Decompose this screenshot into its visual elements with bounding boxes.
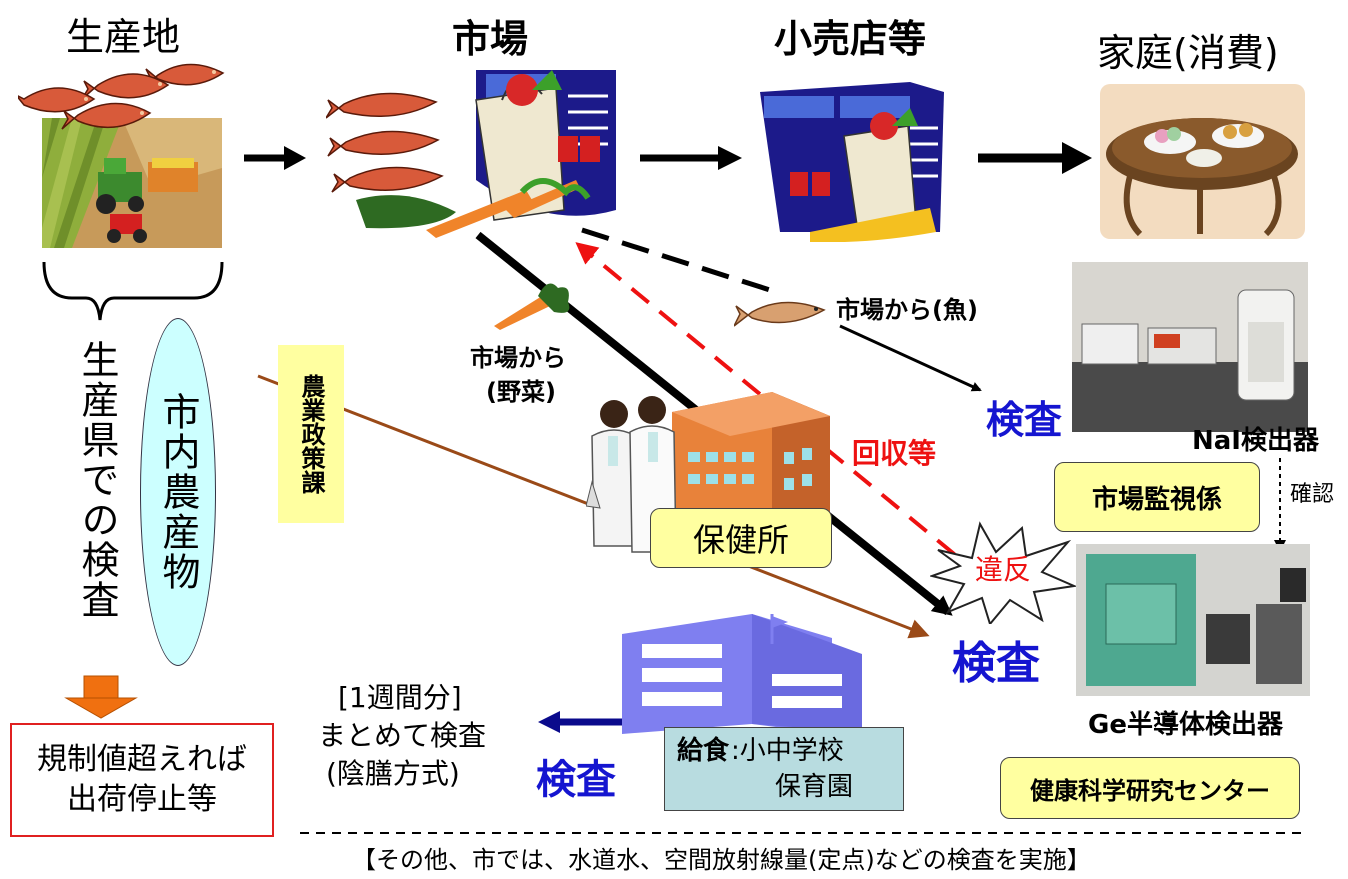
regulation-note-line1: 規制値超えれば <box>37 741 247 777</box>
farm-field-icon <box>42 118 222 248</box>
lunch-batch-line2: (陰膳方式) <box>326 757 460 790</box>
nai-detector-photo <box>1072 262 1308 432</box>
fish-sample-line <box>839 324 982 392</box>
confirm-label: 確認 <box>1290 482 1335 507</box>
market-monitor-label: 市場監視係 <box>1091 484 1222 515</box>
agri-policy-box: 農業政策課 <box>278 345 344 523</box>
dining-table-icon <box>1100 84 1305 239</box>
flow-arrow-market-retail <box>640 146 742 170</box>
orange-down-arrow <box>64 675 138 719</box>
research-center-label: 健康科学研究センター <box>1030 776 1270 805</box>
lunch-nursery: 保育園 <box>775 772 854 802</box>
fish-sample-dashed-line <box>581 227 771 293</box>
flow-arrow-production-market <box>244 146 306 170</box>
lunch-batch-line1: まとめて検査 <box>318 719 487 752</box>
stage-market-title: 市場 <box>452 17 529 61</box>
fish-sample-label: 市場から(魚) <box>836 296 978 324</box>
lunch-schools: :小中学校 <box>731 736 844 766</box>
regulation-note-box: 規制値超えれば 出荷停止等 <box>10 723 274 837</box>
stage-retail-title: 小売店等 <box>774 17 927 61</box>
city-produce-label: 市内農産物 <box>156 392 200 592</box>
health-center-label: 保健所 <box>692 521 789 559</box>
stage-production-title: 生産地 <box>66 15 181 59</box>
vegetable-sample-line1: 市場から <box>470 344 566 372</box>
health-center-box: 保健所 <box>650 508 832 568</box>
recall-arrow <box>575 242 1012 602</box>
recall-label: 回収等 <box>852 437 937 470</box>
lunch-title: 給食 <box>677 736 730 766</box>
footer-note: 【その他、市では、水道水、空間放射線量(定点)などの検査を実施】 <box>352 846 1091 874</box>
regulation-note-line2: 出荷停止等 <box>67 782 217 817</box>
inspection-lunch-label: 検査 <box>536 757 616 803</box>
fish-icon <box>18 55 228 145</box>
inspection-upper-label: 検査 <box>986 398 1063 442</box>
fish-icon <box>734 294 826 330</box>
ge-detector-label: Ge半導体検出器 <box>1088 710 1283 740</box>
ge-detector-photo <box>1076 544 1310 696</box>
city-produce-ellipse: 市内農産物 <box>140 318 216 666</box>
violation-label: 違反 <box>975 553 1032 586</box>
retail-store-icon <box>760 82 945 242</box>
school-building-icon <box>622 614 862 744</box>
lunch-week-label: [1週間分] <box>338 681 462 714</box>
carrot-icon <box>492 276 574 330</box>
explosion-burst-icon <box>930 520 1076 624</box>
lunch-box: 給食 :小中学校 保育園 <box>664 727 904 811</box>
prefecture-inspection-label: 生産県での検査 <box>75 340 119 620</box>
inspection-lower-label: 検査 <box>952 638 1040 689</box>
flow-arrow-retail-home <box>978 142 1092 174</box>
production-brace <box>42 261 224 321</box>
market-grocery-icon <box>326 60 616 242</box>
research-center-box: 健康科学研究センター <box>1000 757 1300 819</box>
vegetable-sample-line2: (野菜) <box>486 378 556 406</box>
agri-policy-label: 農業政策課 <box>297 374 325 494</box>
stage-home-title: 家庭(消費) <box>1097 31 1279 75</box>
nai-detector-label: NaI検出器 <box>1192 426 1319 456</box>
market-monitor-box: 市場監視係 <box>1054 462 1260 532</box>
